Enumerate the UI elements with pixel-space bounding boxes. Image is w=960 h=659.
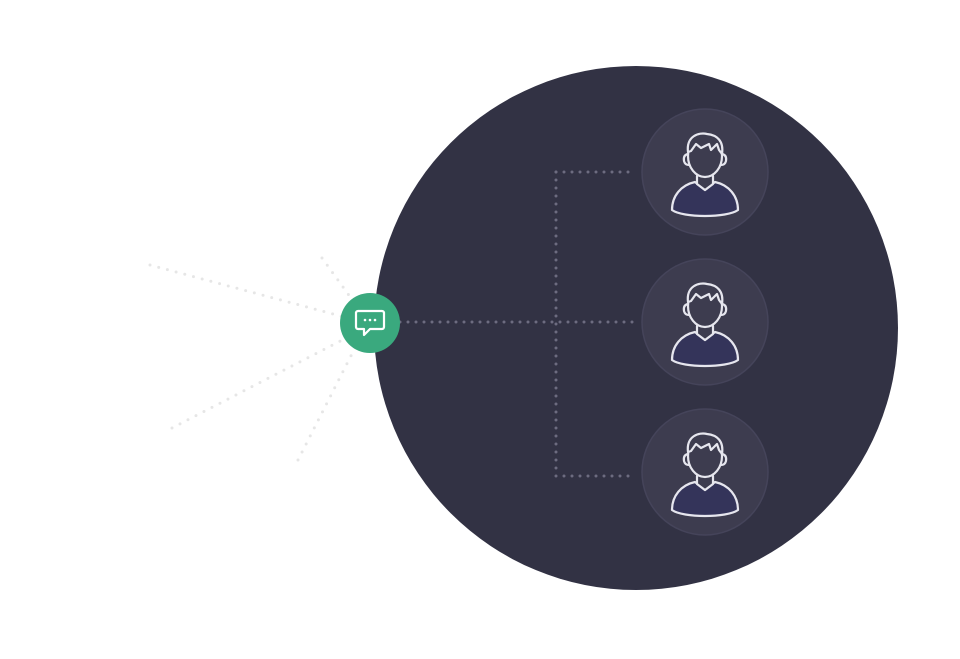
ray-upper bbox=[320, 256, 358, 307]
chat-bubble-icon bbox=[354, 309, 386, 337]
ray-lower-left bbox=[170, 334, 352, 430]
hub-circle[interactable] bbox=[340, 293, 400, 353]
user-avatar-icon bbox=[670, 132, 740, 218]
group-circle bbox=[374, 66, 898, 590]
member-avatar[interactable] bbox=[641, 258, 769, 386]
user-avatar-icon bbox=[670, 282, 740, 368]
ray-lower bbox=[296, 340, 360, 462]
member-list bbox=[641, 108, 769, 536]
member-avatar[interactable] bbox=[641, 108, 769, 236]
user-avatar-icon bbox=[670, 432, 740, 518]
ray-upper-left bbox=[148, 263, 350, 320]
group-connectors bbox=[398, 170, 642, 478]
hub-node[interactable] bbox=[340, 293, 400, 353]
member-avatar[interactable] bbox=[641, 408, 769, 536]
outgoing-rays bbox=[148, 256, 360, 462]
